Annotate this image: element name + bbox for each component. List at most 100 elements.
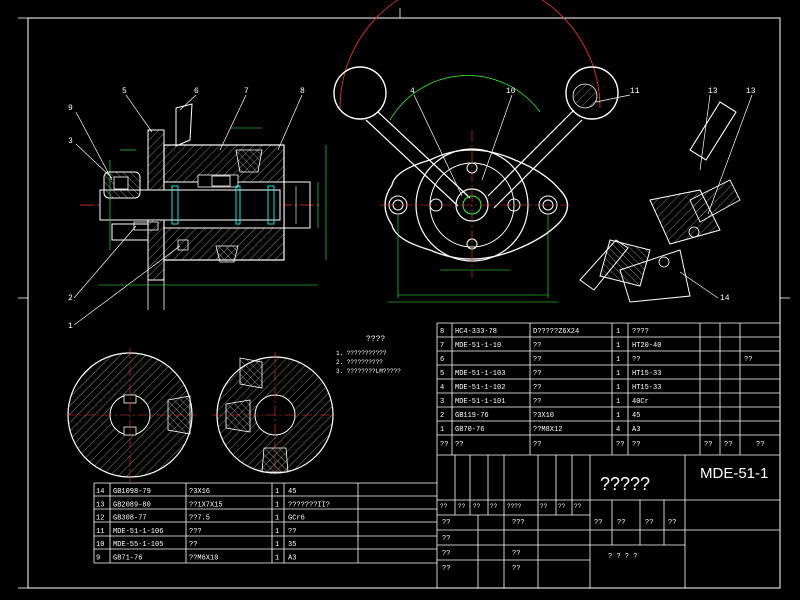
left-bom-qty: 1 [275, 515, 279, 523]
tb-check: ?? [442, 535, 450, 543]
main-bom-name: ?? [533, 370, 541, 378]
margin-ticks [18, 8, 790, 589]
tb-stage-3: ?? [645, 519, 653, 527]
front-section-view [80, 103, 327, 310]
left-bom-name: ?3X16 [189, 488, 210, 496]
tb-sheets: ? ? ? ? [608, 553, 637, 561]
th-sign: ?? [540, 503, 548, 510]
left-bom-no: 12 [96, 515, 104, 523]
main-bom-no: 8 [440, 328, 444, 336]
th-year: ?? [558, 503, 566, 510]
disc-view-left [66, 348, 196, 482]
callout-10: 10 [506, 87, 516, 96]
main-bom-no: 5 [440, 370, 444, 378]
left-bom-name: ?? [189, 541, 197, 549]
callout-1: 1 [68, 322, 73, 331]
left-bom-code: GB308-77 [113, 515, 147, 523]
main-bom-no: 2 [440, 412, 444, 420]
main-bom-qty: 1 [616, 398, 620, 406]
th-day: ?? [574, 503, 582, 510]
main-bom-material: ???? [632, 328, 649, 336]
main-bom-no: 4 [440, 384, 444, 392]
left-bom-material: A3 [288, 555, 296, 563]
drawing-number: MDE-51-1 [700, 465, 768, 482]
main-bom-name: ?? [533, 356, 541, 364]
tb-process: ?? [442, 565, 450, 573]
callout-7: 7 [244, 87, 249, 96]
main-bom-code: MDE-51-1-102 [455, 384, 505, 392]
main-bom-material: HT15-33 [632, 370, 661, 378]
main-bom-header: ?? [616, 441, 624, 449]
left-bom-qty: 1 [275, 488, 279, 496]
callout-8: 8 [300, 87, 305, 96]
main-bom-material: 45 [632, 412, 640, 420]
left-bom-no: 10 [96, 541, 104, 549]
title-block-text: ????? MDE-51-1 ?? ?? ?? ?? ???? ?? ?? ??… [440, 465, 768, 573]
main-bom-no: 1 [440, 426, 444, 434]
tb-stage-2: ?? [617, 519, 625, 527]
callout-4: 4 [410, 87, 415, 96]
left-bom-no: 13 [96, 501, 104, 509]
main-bom-name: ?? [533, 398, 541, 406]
main-bom-material: 40Cr [632, 398, 649, 406]
main-bom-code: MDE-51-1-10 [455, 342, 501, 350]
main-bom-qty: 4 [616, 426, 620, 434]
th-zone: ?? [473, 503, 481, 510]
left-bom-no: 14 [96, 488, 104, 496]
main-bom-code: GB70-76 [455, 426, 484, 434]
tb-design: ?? [442, 519, 450, 527]
left-bom-code: GB2089-80 [113, 501, 151, 509]
callout-2: 2 [68, 294, 73, 303]
main-bom-qty: 1 [616, 412, 620, 420]
main-bom-name: ?? [533, 384, 541, 392]
main-bom-material: HT15-33 [632, 384, 661, 392]
main-bom-qty: 1 [616, 342, 620, 350]
leader-lines [73, 94, 753, 326]
left-bom-code: MDE-51-1-106 [113, 528, 163, 536]
left-bom-material: ?? [288, 528, 296, 536]
left-bom-qty: 1 [275, 541, 279, 549]
notes-title: ???? [366, 335, 385, 344]
main-bom-header: ?? [533, 441, 541, 449]
left-bom-material: 45 [288, 488, 296, 496]
callout-labels: 9 3 5 6 7 8 2 1 4 10 11 13 13 14 [68, 87, 756, 331]
left-bom-qty: 1 [275, 501, 279, 509]
notes-item-2: 2. ?????????? [336, 359, 383, 366]
tb-stage-1: ?? [594, 519, 602, 527]
main-bom-header: ?? [704, 441, 712, 449]
main-bom-name: ?? [533, 342, 541, 350]
left-bom-material: ???????II? [288, 501, 330, 509]
main-bom-table [436, 322, 780, 456]
left-bom-table [93, 482, 437, 564]
left-bom-code: GB1098-79 [113, 488, 151, 496]
main-bom-qty: 1 [616, 328, 620, 336]
main-bom-header: ?? [756, 441, 764, 449]
left-bom-qty: 1 [275, 528, 279, 536]
main-bom-name: D?????Z6X24 [533, 328, 579, 336]
main-bom-code: GB119-76 [455, 412, 489, 420]
main-bom-header: ?? [724, 441, 732, 449]
callout-5: 5 [122, 87, 127, 96]
main-bom-qty: 1 [616, 356, 620, 364]
tb-std: ??? [512, 519, 525, 527]
left-bom-no: 11 [96, 528, 104, 536]
main-bom-code: HC4-333-78 [455, 328, 497, 336]
main-bom-name: ??M8X12 [533, 426, 562, 434]
tb-audit: ?? [442, 550, 450, 558]
title-block [436, 455, 780, 588]
main-bom-code: MDE-51-1-103 [455, 370, 505, 378]
callout-11: 11 [630, 87, 640, 96]
callout-13a: 13 [708, 87, 718, 96]
main-bom-no: 6 [440, 356, 444, 364]
detail-section-view [579, 101, 741, 303]
th-zone2: ?? [490, 503, 498, 510]
left-bom-name: ??? [189, 528, 202, 536]
left-bom-material: 35 [288, 541, 296, 549]
notes-item-3: 3. ????????LM????? [336, 368, 401, 375]
callout-9: 9 [68, 104, 73, 113]
main-bom-no: 3 [440, 398, 444, 406]
main-bom-qty: 1 [616, 384, 620, 392]
left-bom-name: ??1X7X15 [189, 501, 223, 509]
main-bom-name: ?3X10 [533, 412, 554, 420]
